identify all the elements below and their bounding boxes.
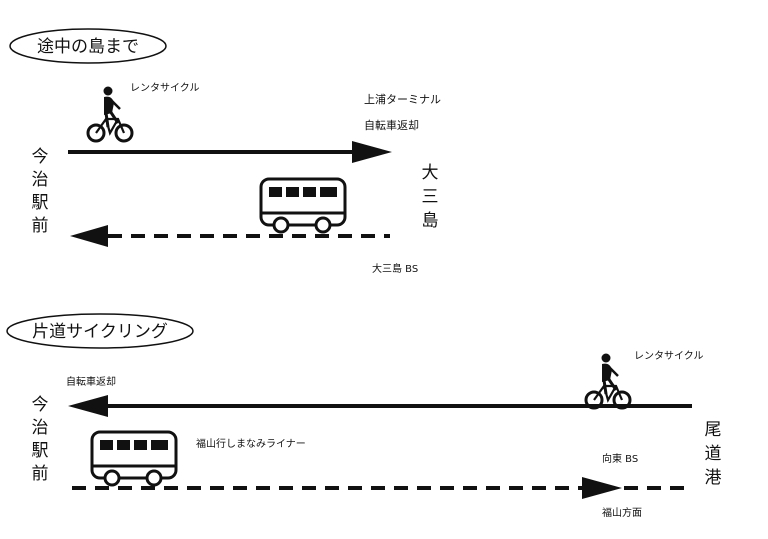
origin-char: 今 [32, 395, 49, 415]
origin-char: 前 [32, 464, 49, 484]
section1-origin: 今 治 駅 前 [32, 147, 49, 236]
destination-char: 道 [705, 444, 722, 464]
section1-bus-route-arrow [70, 225, 390, 247]
section1-terminal-label: 上浦ターミナル [364, 93, 441, 106]
section1-return-label: 自転車返却 [364, 118, 419, 132]
section2-return-label: 自転車返却 [66, 375, 116, 388]
section2-origin: 今 治 駅 前 [32, 395, 49, 484]
bus-icon [259, 177, 347, 234]
section2-title: 片道サイクリング [32, 322, 168, 342]
section2-bike-label: レンタサイクル [634, 350, 704, 362]
section2-bus-stop-label: 向東 BS [602, 452, 638, 465]
section2-bus-label: 福山行しまなみライナー [196, 437, 306, 450]
bicycle-icon [86, 85, 134, 143]
section2-title-badge [6, 313, 194, 349]
section2-bus-route-arrow [72, 477, 692, 499]
destination-char: 三 [422, 187, 439, 207]
origin-char: 治 [32, 170, 49, 190]
origin-char: 治 [32, 418, 49, 438]
section1-bike-label: レンタサイクル [130, 82, 200, 94]
bus-icon [90, 430, 178, 487]
section1-title-badge [9, 28, 167, 64]
destination-char: 島 [422, 211, 439, 231]
destination-char: 港 [705, 468, 722, 488]
destination-char: 大 [422, 163, 439, 183]
section1: 途中の島まで レンタサイクル 上浦ターミナル 自転車返却 今 治 駅 前 大 三… [9, 28, 441, 275]
origin-char: 今 [32, 147, 49, 167]
section1-title: 途中の島まで [37, 37, 139, 57]
section2-bike-route-arrow [68, 395, 692, 417]
origin-char: 前 [32, 216, 49, 236]
section1-bike-route-arrow [68, 141, 392, 163]
section2-direction-label: 福山方面 [602, 506, 642, 519]
destination-char: 尾 [705, 420, 722, 440]
origin-char: 駅 [32, 193, 49, 213]
section2: 片道サイクリング レンタサイクル 自転車返却 今 治 駅 前 尾 道 港 福山行… [6, 313, 722, 519]
section1-bus-stop-label: 大三島 BS [372, 262, 418, 275]
section1-destination: 大 三 島 [422, 163, 439, 231]
origin-char: 駅 [32, 441, 49, 461]
section2-destination: 尾 道 港 [705, 420, 722, 488]
bicycle-icon [584, 352, 632, 410]
